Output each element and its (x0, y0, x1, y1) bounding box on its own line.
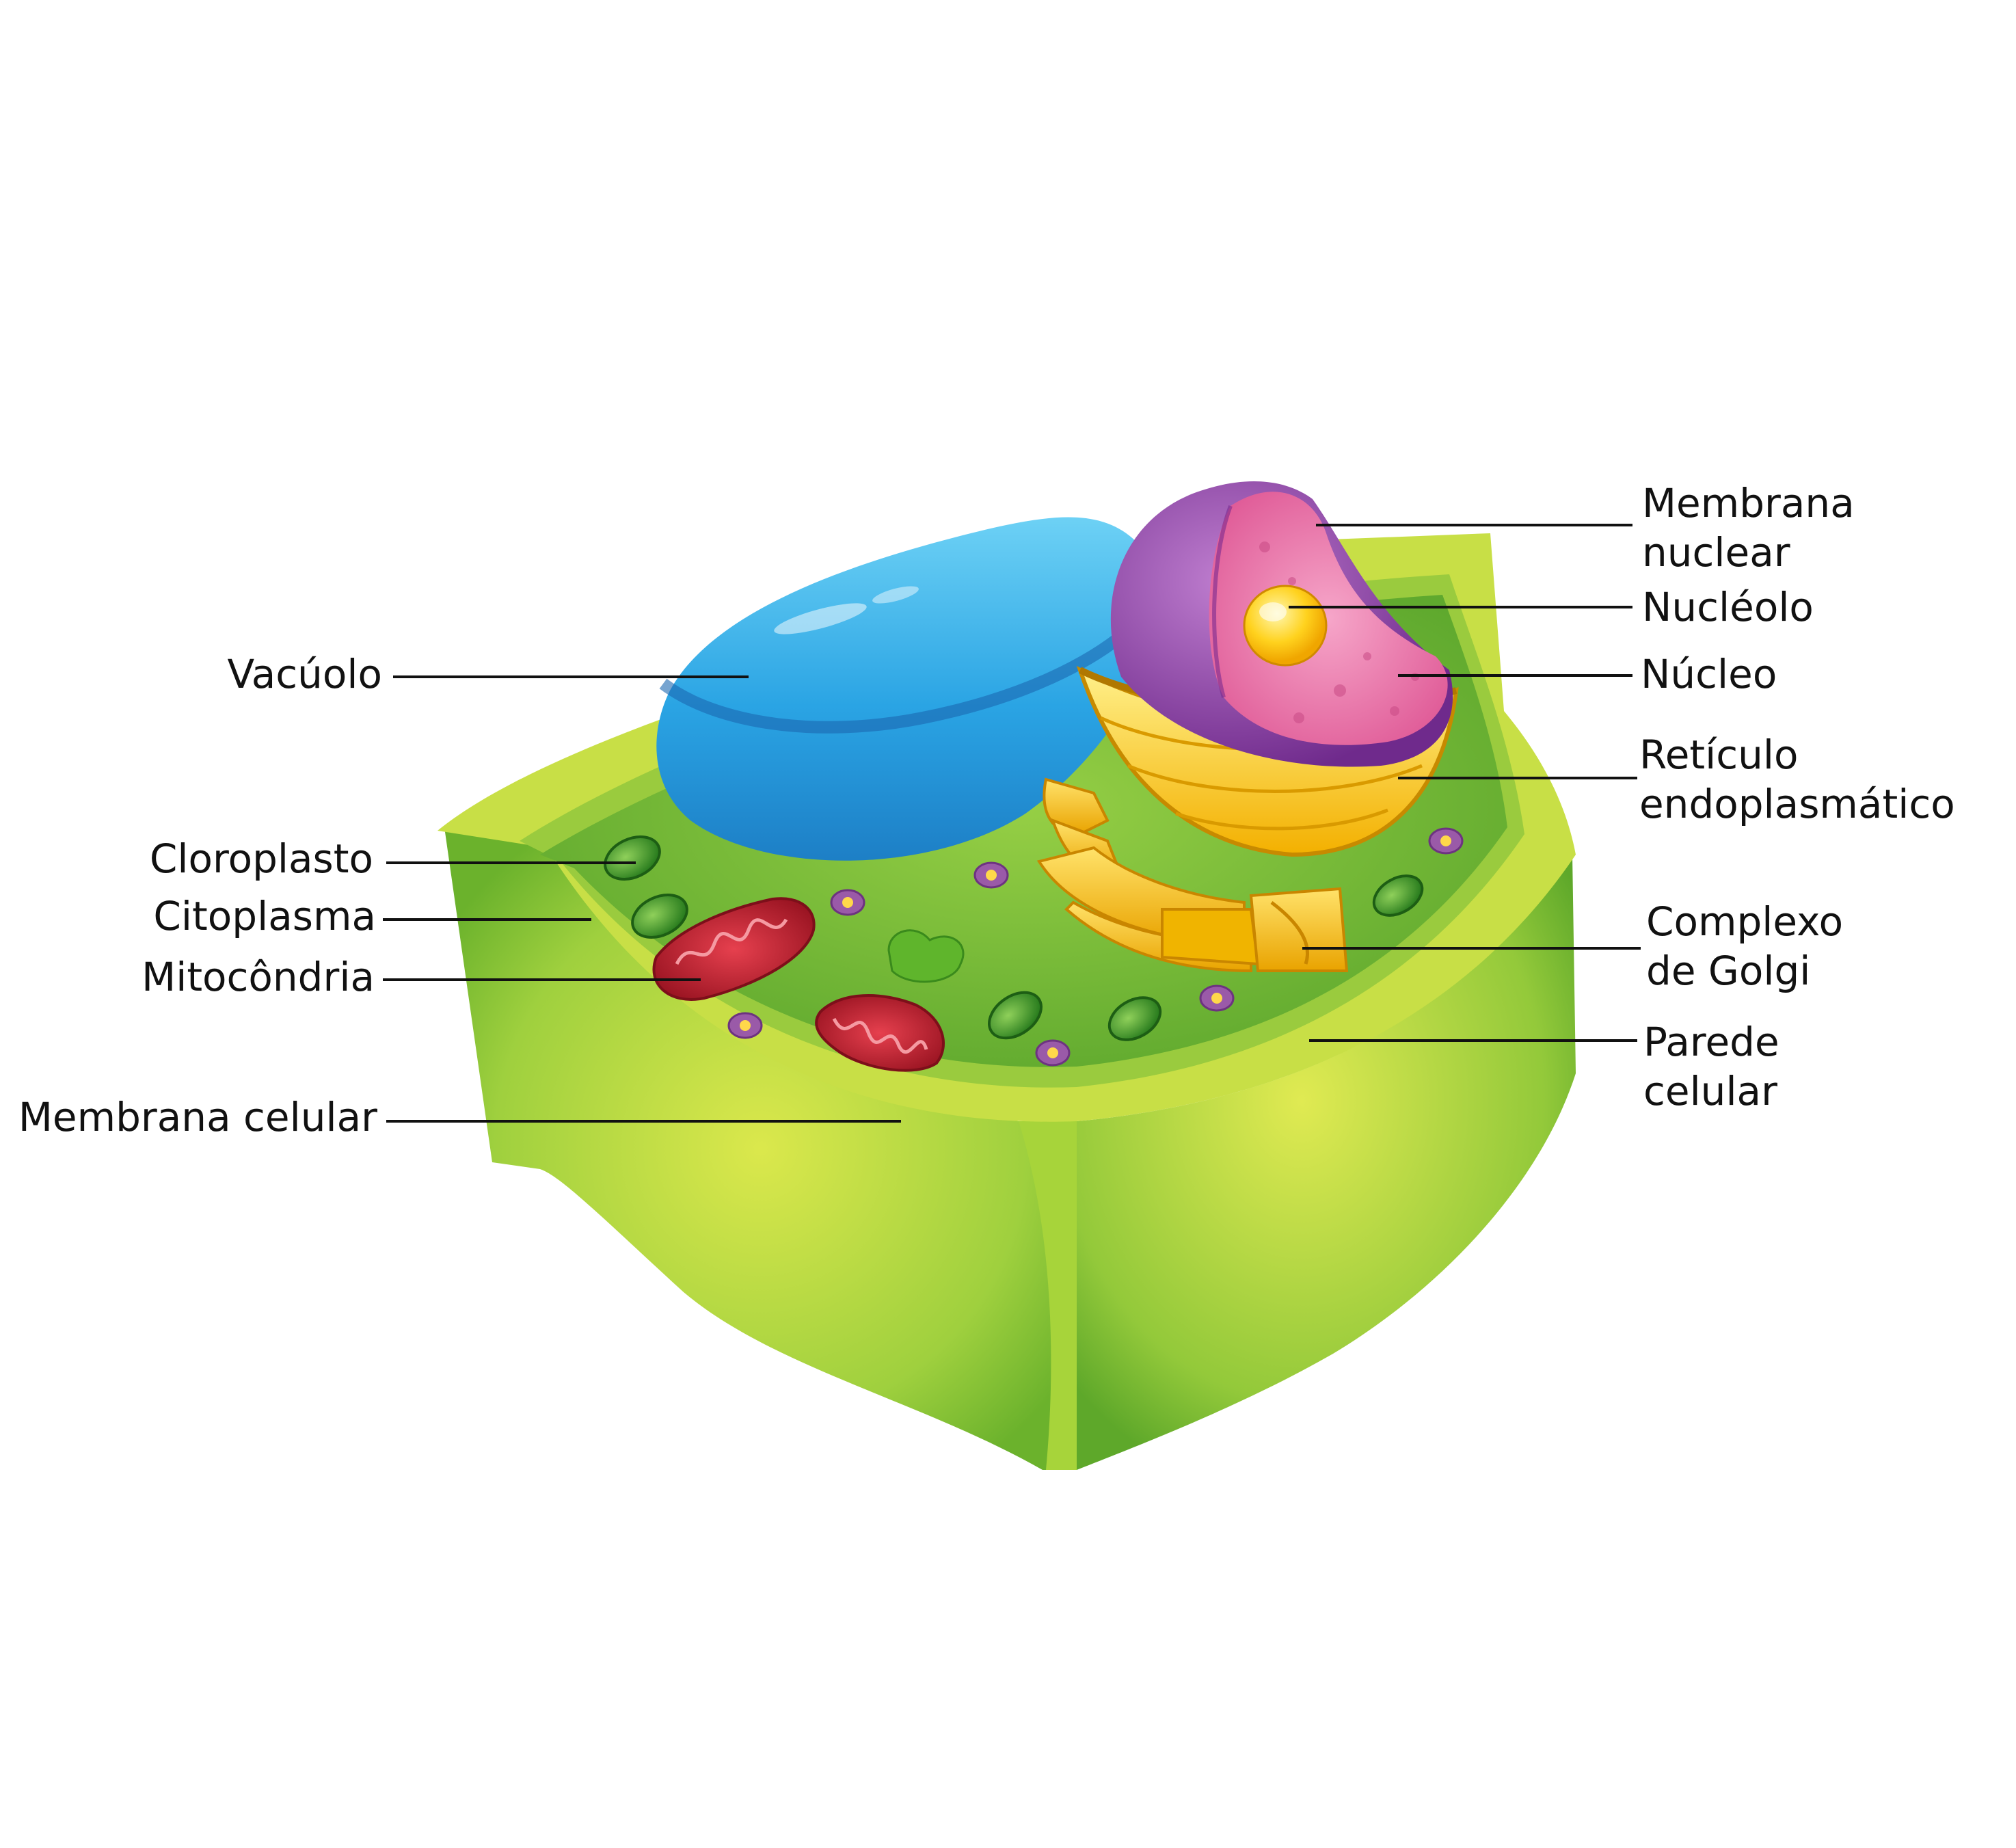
label-membrana-celular: Membrana celular (18, 1094, 377, 1140)
cell-wall-ridge (1019, 1121, 1077, 1470)
chloroplast-3 (988, 991, 1043, 1040)
chloroplast-2 (631, 894, 688, 939)
cell-wall-front-right (1077, 855, 1576, 1470)
leader-lines (383, 524, 1641, 1123)
label-golgi: Complexo de Golgi (1646, 898, 1844, 994)
chloroplast-5 (1372, 874, 1424, 917)
chloroplast-4 (1107, 996, 1162, 1041)
label-cloroplasto: Cloroplasto (149, 835, 373, 882)
label-mitocondria: Mitocôndria (142, 954, 375, 1000)
chloroplast-1 (604, 835, 661, 881)
nuclear-interior (1209, 492, 1448, 745)
mitochondrion-2 (815, 994, 945, 1072)
mitochondrion-1 (652, 897, 816, 1001)
label-nucleolo: Nucléolo (1642, 584, 1814, 630)
label-vacuolo: Vacúolo (227, 651, 382, 697)
golgi-apparatus (1036, 777, 1349, 973)
vacuole (656, 517, 1161, 861)
green-vesicle (887, 929, 965, 983)
mitochondria (652, 897, 945, 1072)
label-nucleo: Núcleo (1641, 651, 1777, 697)
chloroplasts (604, 835, 1424, 1041)
label-reticulo: Retículo endoplasmático (1639, 732, 1955, 827)
label-parede: Parede celular (1643, 1019, 1779, 1114)
nucleolus (1243, 585, 1328, 667)
label-citoplasma: Citoplasma (153, 893, 376, 939)
label-membrana-nuclear: Membrana nuclear (1642, 480, 1855, 576)
cell-wall-front-left (444, 827, 1077, 1470)
